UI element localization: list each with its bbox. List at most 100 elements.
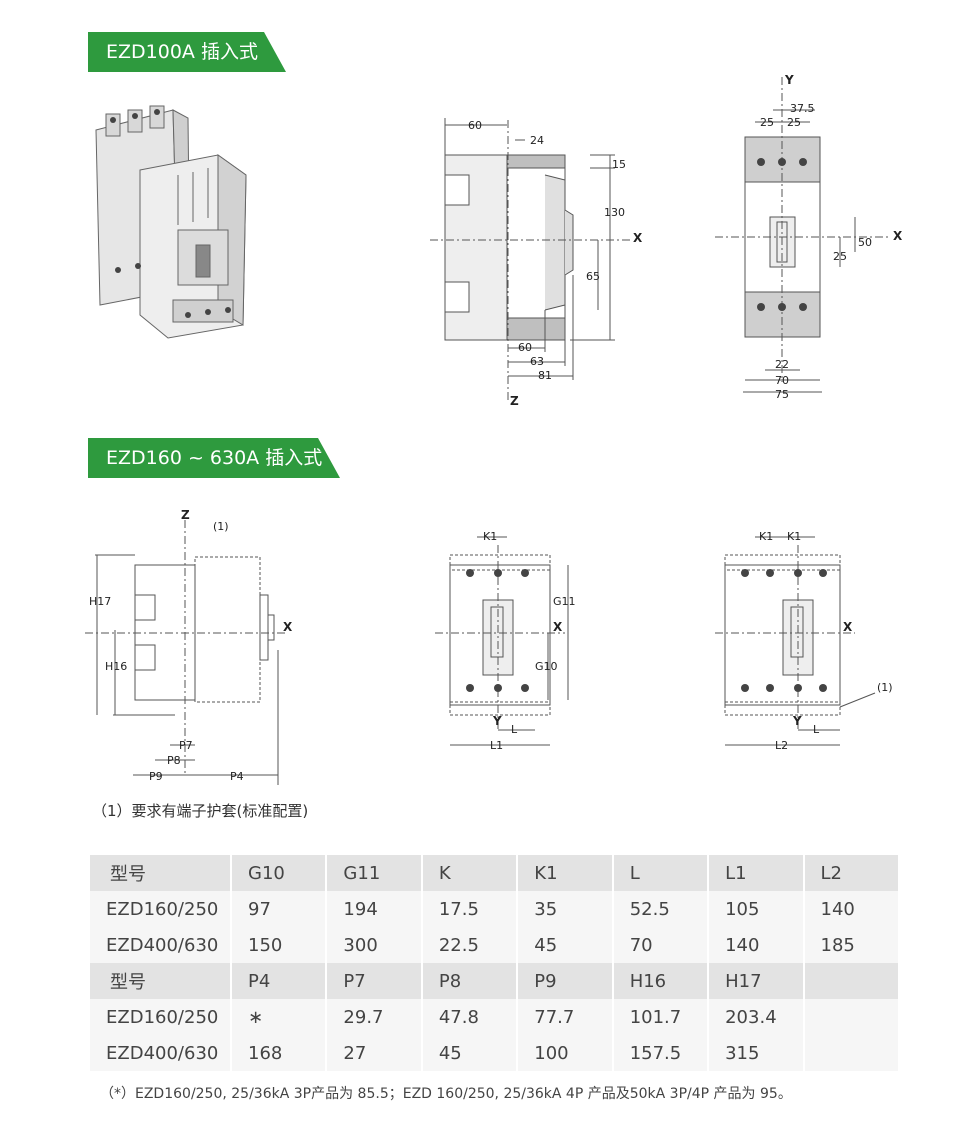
table-cell: 101.7 [613,999,708,1035]
table-cell: 27 [327,1035,421,1071]
dim-65: 65 [586,270,600,283]
table-cell: G10 [232,855,326,891]
dim-63: 63 [530,355,544,368]
table-cell: 194 [327,891,421,927]
table-cell: 型号 [90,855,230,891]
table-cell: K1 [518,855,612,891]
dim-p7: P7 [179,739,193,752]
dim-15: 15 [612,158,626,171]
table-cell: P8 [422,963,517,999]
table-cell: 140 [804,891,898,927]
dim-37-5: 37.5 [790,102,815,115]
dim-75: 75 [775,388,789,401]
dim-l1: L1 [490,739,503,752]
axis-y-label: Y [784,73,794,87]
table-cell [804,1035,898,1071]
table-cell: 45 [518,927,612,963]
axis-y-label: Y [492,714,502,728]
table-cell: 105 [709,891,803,927]
table-cell: 17.5 [422,891,517,927]
table-cell: 29.7 [327,999,421,1035]
table-cell: 203.4 [709,999,803,1035]
table-cell: L [613,855,708,891]
table-cell: 35 [518,891,612,927]
table-cell: 157.5 [613,1035,708,1071]
terminal-cover-note: （1）要求有端子护套(标准配置) [92,802,309,820]
table-cell: 140 [709,927,803,963]
dim-p4: P4 [230,770,244,783]
axis-y-label: Y [792,714,802,728]
table-cell: L2 [804,855,898,891]
dim-k1-right: K1 [787,530,801,543]
table-cell: G11 [327,855,421,891]
ezd100a-front-view-drawing: Y 37.5 25 25 50 25 X 22 70 75 [715,73,903,401]
table-cell: 100 [518,1035,612,1071]
dim-p9: P9 [149,770,163,783]
axis-x-label: X [553,620,563,634]
table-cell: H16 [613,963,708,999]
table-cell: EZD400/630 [90,1035,230,1071]
table-cell [804,963,898,999]
table-cell: P4 [232,963,326,999]
table-cell: 97 [232,891,326,927]
table-cell: EZD160/250 [90,999,230,1035]
dim-p8: P8 [167,754,181,767]
table-cell: EZD160/250 [90,891,230,927]
dim-60-top: 60 [468,119,482,132]
dim-l2: L2 [775,739,788,752]
table-cell: ∗ [232,999,326,1035]
dim-g10: G10 [535,660,558,673]
table-cell: 77.7 [518,999,612,1035]
dim-50: 50 [858,236,872,249]
dim-k1: K1 [483,530,497,543]
table-cell: 315 [709,1035,803,1071]
axis-x-label: X [283,620,293,634]
table-cell: H17 [709,963,803,999]
axis-x-label: X [633,231,643,245]
dim-g11: G11 [553,595,576,608]
axis-z-label: Z [510,394,519,408]
dim-h17: H17 [89,595,111,608]
dim-25-vertical: 25 [833,250,847,263]
ezd160-630-4p-front-drawing: K1 K1 X (1) Y L L2 [715,530,893,752]
ezd160-630-side-view-drawing: Z (1) H17 H16 X P7 P8 P9 P4 [85,508,293,785]
table-cell: EZD400/630 [90,927,230,963]
breaker-3d-illustration [95,105,247,339]
note-marker-1: (1) [877,681,893,694]
ezd100a-side-view-drawing: 60 24 15 130 65 X 60 63 81 Z [430,118,643,408]
table-cell: L1 [709,855,803,891]
dim-k1-left: K1 [759,530,773,543]
axis-z-label: Z [181,508,190,522]
dim-60-bottom: 60 [518,341,532,354]
table-cell: 168 [232,1035,326,1071]
dim-l: L [813,723,820,736]
axis-x-label: X [843,620,853,634]
table-cell: P7 [327,963,421,999]
table-cell: 22.5 [422,927,517,963]
table-cell: 45 [422,1035,517,1071]
table-cell: P9 [518,963,612,999]
dim-25-right: 25 [787,116,801,129]
table-cell: 47.8 [422,999,517,1035]
footnote: （*）EZD160/250, 25/36kA 3P产品为 85.5；EZD 16… [100,1086,792,1102]
dim-81: 81 [538,369,552,382]
table-cell: 185 [804,927,898,963]
dim-22: 22 [775,358,789,371]
dim-l: L [511,723,518,736]
dim-70: 70 [775,374,789,387]
table-cell: 70 [613,927,708,963]
dim-h16: H16 [105,660,127,673]
dim-25-left: 25 [760,116,774,129]
dim-24: 24 [530,134,544,147]
table-cell: 型号 [90,963,230,999]
dim-130: 130 [604,206,625,219]
table-cell: 150 [232,927,326,963]
section-banner-ezd100a: EZD100A 插入式 [88,32,286,72]
